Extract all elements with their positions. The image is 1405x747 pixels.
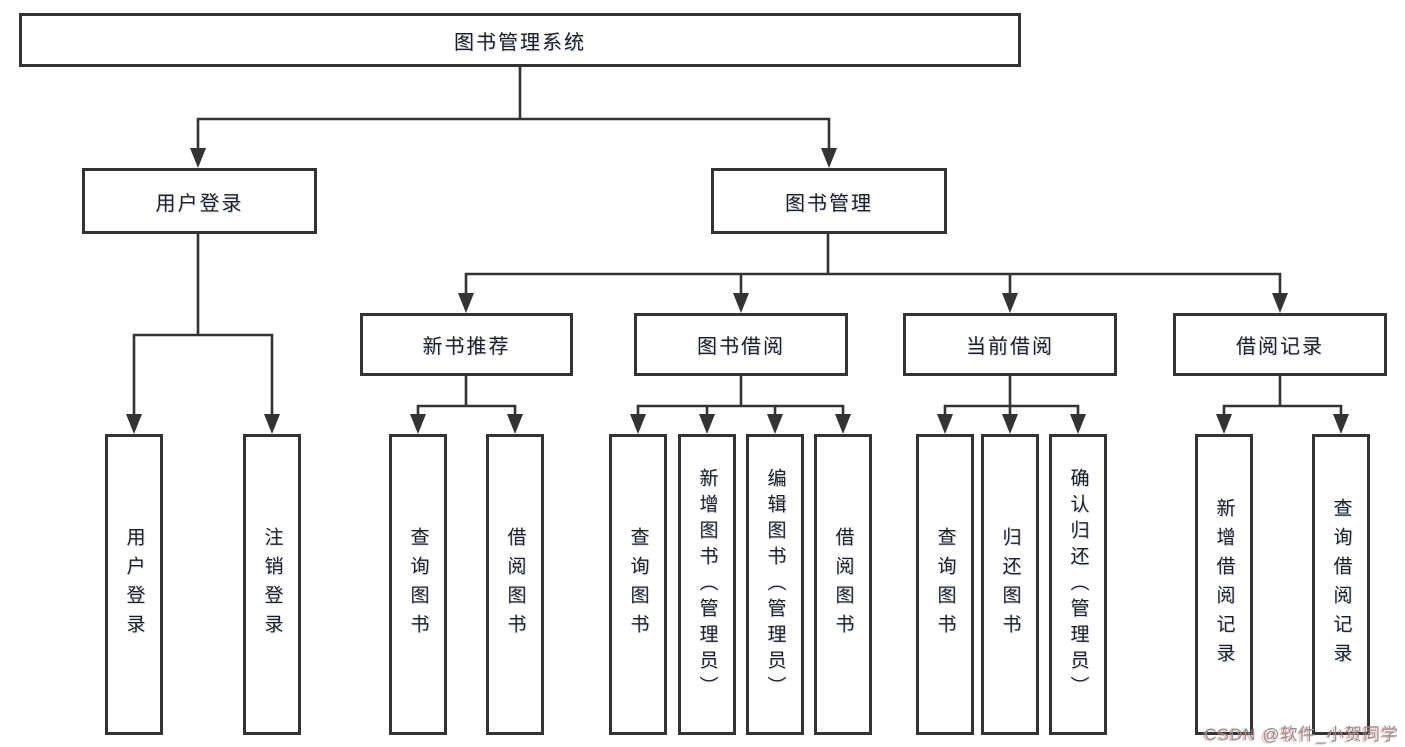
arrow-down-icon [1002, 293, 1018, 313]
node-borrow-records-label: 借阅记录 [1236, 336, 1324, 358]
arrow-down-icon [126, 414, 142, 434]
arrow-down-icon [699, 414, 715, 434]
leaf-label: 确认归还（管理员） [1067, 467, 1089, 702]
arrow-down-icon [1070, 414, 1086, 434]
node-new-book-recommend-label: 新书推荐 [422, 336, 511, 358]
arrow-down-icon [190, 148, 206, 168]
leaf-label: 新增图书（管理员） [696, 467, 718, 702]
node-root: 图书管理系统 [19, 13, 1021, 67]
watermark: CSDN @软件_小贺同学 [1204, 725, 1399, 744]
node-leaf-borrow-book-1: 借阅图书 [486, 434, 544, 735]
node-book-borrow-label: 图书借阅 [697, 336, 785, 358]
leaf-label: 借阅图书 [504, 526, 526, 643]
leaf-label: 新增借阅记录 [1213, 497, 1235, 672]
leaf-label: 借阅图书 [832, 526, 854, 643]
node-book-management: 图书管理 [711, 168, 947, 234]
node-user-login: 用户登录 [82, 168, 317, 234]
node-leaf-query-borrow-record: 查询借阅记录 [1312, 434, 1370, 735]
arrow-down-icon [458, 293, 474, 313]
books-to-sections-connector [458, 232, 1288, 313]
borrow-records-connector [1216, 374, 1349, 434]
leaf-label: 归还图书 [999, 526, 1021, 643]
arrow-down-icon [1216, 414, 1232, 434]
arrow-down-icon [733, 293, 749, 313]
new-book-rec-connector [410, 374, 523, 434]
node-current-borrow: 当前借阅 [903, 313, 1117, 376]
node-book-borrow: 图书借阅 [634, 313, 848, 376]
node-current-borrow-label: 当前借阅 [966, 336, 1054, 358]
node-leaf-logout: 注销登录 [243, 434, 301, 735]
node-leaf-query-book-3: 查询图书 [916, 434, 974, 735]
leaf-label: 注销登录 [261, 526, 283, 643]
arrow-down-icon [1333, 414, 1349, 434]
leaf-label: 编辑图书（管理员） [764, 467, 786, 702]
arrow-down-icon [937, 414, 953, 434]
arrow-down-icon [1002, 414, 1018, 434]
arrow-down-icon [630, 414, 646, 434]
arrow-down-icon [264, 414, 280, 434]
node-user-login-label: 用户登录 [155, 192, 244, 215]
leaf-label: 查询图书 [934, 526, 956, 643]
node-leaf-add-book-admin: 新增图书（管理员） [678, 434, 736, 735]
arrow-down-icon [410, 414, 426, 434]
node-leaf-borrow-book-2: 借阅图书 [814, 434, 872, 735]
leaf-label: 查询借阅记录 [1330, 497, 1352, 672]
node-leaf-user-login: 用户登录 [105, 434, 163, 735]
arrow-down-icon [767, 414, 783, 434]
node-leaf-return-book: 归还图书 [981, 434, 1039, 735]
node-borrow-records: 借阅记录 [1173, 313, 1387, 376]
node-leaf-confirm-return-admin: 确认归还（管理员） [1049, 434, 1107, 735]
arrow-down-icon [821, 148, 837, 168]
arrow-down-icon [1272, 293, 1288, 313]
node-root-label: 图书管理系统 [454, 31, 586, 54]
arrow-down-icon [835, 414, 851, 434]
arrow-down-icon [507, 414, 523, 434]
node-new-book-recommend: 新书推荐 [360, 313, 573, 376]
node-leaf-edit-book-admin: 编辑图书（管理员） [746, 434, 804, 735]
leaf-label: 查询图书 [627, 526, 649, 643]
leaf-label: 用户登录 [123, 526, 145, 643]
root-to-level2-connector [190, 65, 837, 168]
node-book-management-label: 图书管理 [785, 192, 873, 215]
node-leaf-add-borrow-record: 新增借阅记录 [1195, 434, 1253, 735]
node-leaf-query-book-2: 查询图书 [609, 434, 667, 735]
node-leaf-query-book-1: 查询图书 [389, 434, 447, 735]
book-borrow-connector [630, 374, 851, 434]
user-branch-connector [126, 232, 280, 434]
current-borrow-connector [937, 374, 1086, 434]
leaf-label: 查询图书 [407, 526, 429, 643]
